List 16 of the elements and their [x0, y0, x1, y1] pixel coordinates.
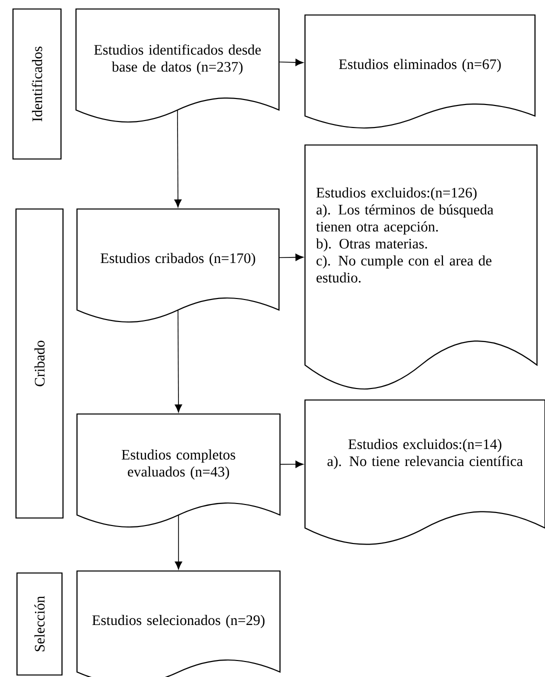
arrow: [174, 310, 182, 412]
arrow: [174, 110, 182, 208]
document-box: Estudios selecionados (n=29): [76, 570, 281, 677]
document-box: Estudios eliminados (n=67): [304, 14, 536, 129]
arrow: [174, 515, 182, 570]
stage-label: Identificados: [12, 8, 62, 160]
arrow: [279, 254, 304, 261]
arrow: [279, 58, 304, 66]
document-box: Estudios cribados (n=170): [76, 208, 280, 323]
stage-label: Cribado: [15, 208, 64, 519]
arrow: [280, 460, 304, 468]
document-box: Estudios excluidos:(n=14) a). No tiene relevancia científica: [304, 399, 545, 545]
document-box: Estudios excluidos:(n=126) a). Los términos de búsqueda tienen otra acepción. b). Otras materias. c). No cumple con el area de estudio.: [304, 144, 538, 390]
document-box: Estudios identificados desde base de datos (n=237): [75, 8, 280, 123]
document-box: Estudios completos evaluados (n=43): [76, 413, 281, 528]
stage-label: Selección: [16, 572, 63, 676]
